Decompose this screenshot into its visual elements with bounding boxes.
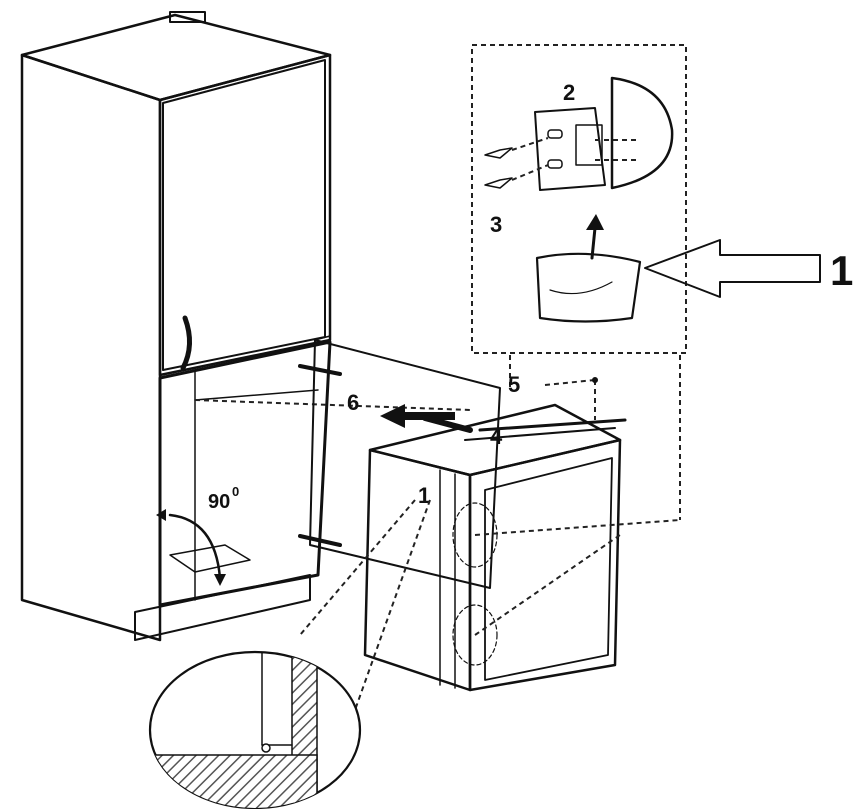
- step-label-4: 4: [490, 424, 503, 449]
- appliance: [363, 355, 681, 692]
- step-label-1: 1: [418, 483, 430, 508]
- floor-bracket: [169, 544, 251, 573]
- door-edge: [610, 76, 674, 190]
- hinge-bracket: [534, 107, 606, 191]
- slide-arrow: [380, 404, 473, 433]
- dowel-upper: [298, 364, 342, 376]
- corner-detail-loupe: [148, 650, 362, 809]
- parts-bag-icon: [535, 252, 642, 323]
- pointer-arrow: [644, 239, 821, 298]
- detail-inset: 2 3: [471, 44, 687, 354]
- step-label-5: 5: [508, 372, 520, 397]
- tall-cabinet: 90 0: [20, 11, 471, 642]
- step-label-6: 6: [347, 390, 359, 415]
- screw-icon: [484, 137, 549, 189]
- angle-unit: 0: [232, 484, 239, 499]
- vent-slots: [179, 587, 277, 617]
- side-panel: [298, 335, 501, 589]
- inset-label-3: 3: [490, 212, 502, 237]
- top-rail: [478, 418, 627, 432]
- lower-niche: [158, 340, 332, 607]
- detail-label-1: 1: [830, 247, 853, 294]
- door-handle: [180, 315, 192, 371]
- angle-label: 90: [208, 491, 230, 513]
- plinth-vent: [134, 574, 311, 641]
- inset-label-2: 2: [563, 80, 575, 105]
- screw-5: [544, 379, 596, 386]
- angle-arc: [168, 513, 222, 580]
- dowel-lower: [298, 534, 342, 547]
